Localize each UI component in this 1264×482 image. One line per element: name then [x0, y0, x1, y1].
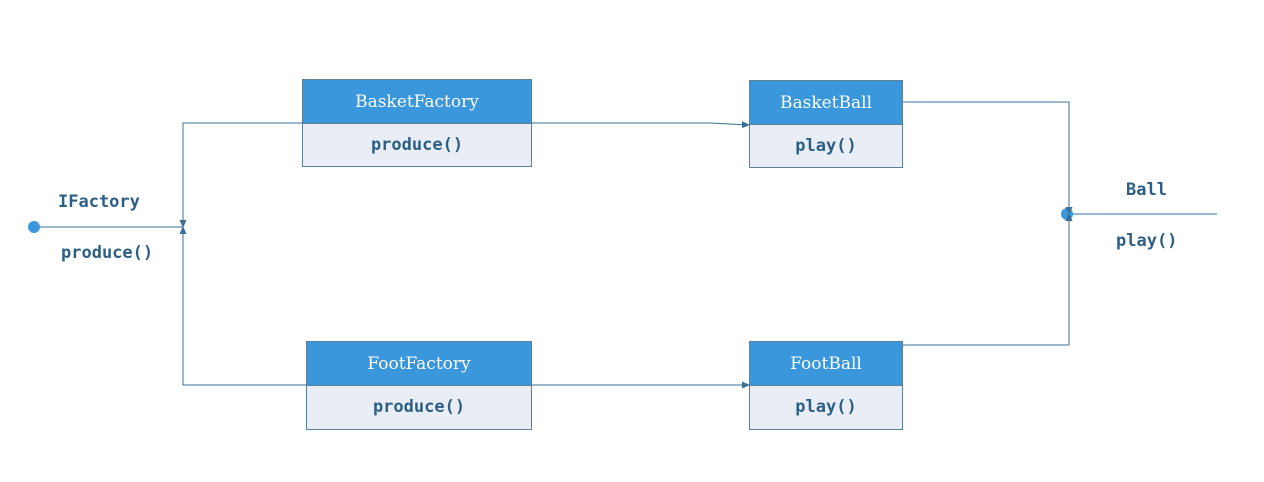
- foot-ball-name: FootBall: [750, 342, 902, 386]
- ball-name: Ball: [1126, 180, 1167, 200]
- basket-ball-name: BasketBall: [750, 81, 902, 125]
- ifactory-name: IFactory: [58, 192, 140, 212]
- basket-factory-name: BasketFactory: [303, 80, 531, 124]
- ball-method: play(): [1116, 231, 1178, 251]
- foot-factory-method: produce(): [372, 397, 466, 417]
- basketfactory-to-basketball-arrow: [531, 121, 750, 129]
- foot-factory-class: FootFactory produce(): [306, 341, 532, 430]
- basket-factory-method: produce(): [370, 135, 464, 155]
- ball-lollipop-dot: [1061, 208, 1073, 220]
- basket-ball-class: BasketBall play(): [749, 80, 903, 168]
- football-to-ball-line: [902, 213, 1073, 346]
- basket-ball-method: play(): [795, 136, 857, 156]
- basketball-to-ball-line: [902, 101, 1073, 215]
- foot-ball-class: FootBall play(): [749, 341, 903, 430]
- ifactory-method: produce(): [61, 243, 154, 263]
- foot-factory-name: FootFactory: [307, 342, 531, 386]
- footfactory-to-ifactory-line: [179, 226, 306, 386]
- foot-ball-method: play(): [795, 397, 857, 417]
- basketfactory-to-ifactory-line: [179, 122, 303, 228]
- ifactory-lollipop-dot: [28, 221, 40, 233]
- basket-factory-class: BasketFactory produce(): [302, 79, 532, 167]
